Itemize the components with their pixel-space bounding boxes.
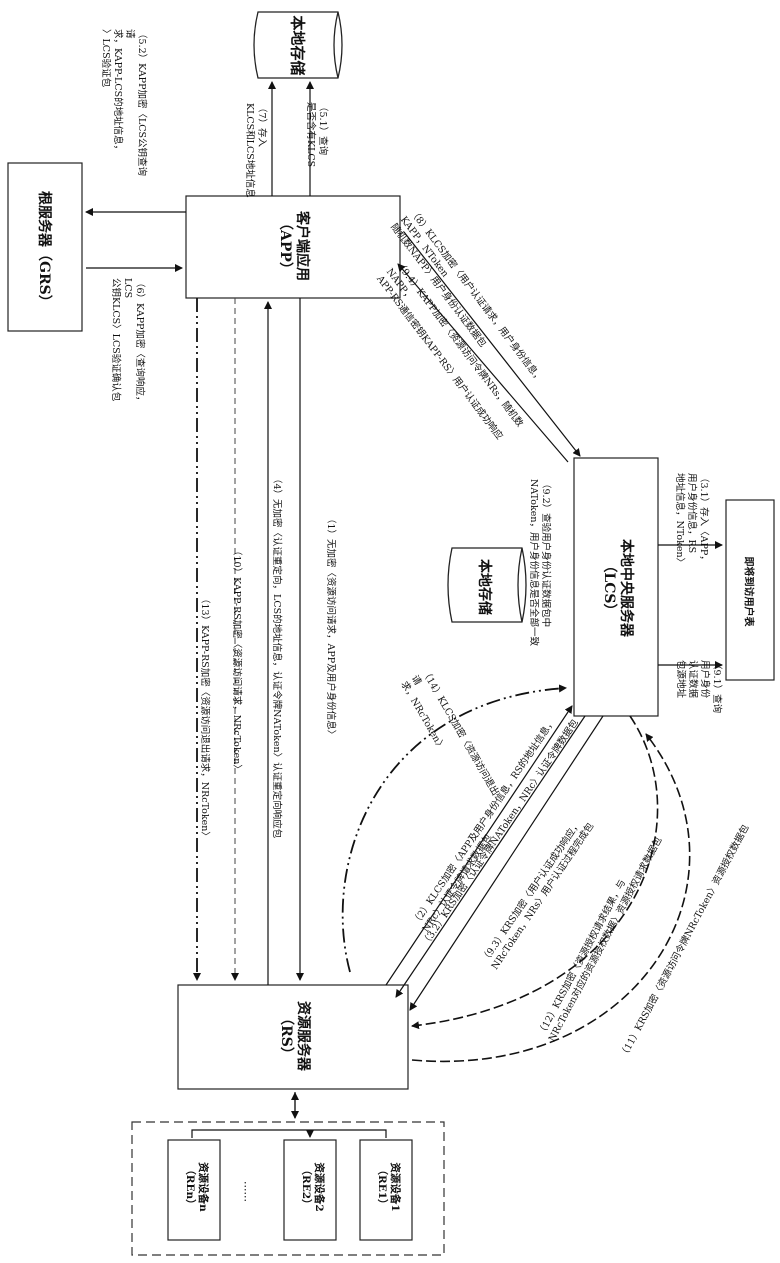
msg-9-2: （9.2）查验用户身份认证数据包中 NAToken，用户身份信息是否全部一致 xyxy=(525,479,551,699)
local-storage-top-label: 本地存储 xyxy=(288,14,309,78)
bus-line xyxy=(192,1130,386,1138)
msg-13: （13）KAPP-RS加密〈资源访问退出请求，NRcToken〉 xyxy=(198,594,210,814)
app-label: 客户端应用 （APP） xyxy=(274,186,310,306)
msg-6: （6）KAPP加密〈查询响应，LCS 公钥KLCS〉LCS验证确认包 xyxy=(119,278,145,418)
re2-label: 资源设备2 （RE2） xyxy=(295,1147,325,1227)
msg-9-1: （9.1）查询 用户身份 认证数据 包源地址 xyxy=(672,660,722,726)
device-ellipsis: ...... xyxy=(242,1172,255,1212)
re1-label: 资源设备1 （RE1） xyxy=(371,1147,401,1227)
local-storage-lcs-label: 本地存储 xyxy=(475,554,495,620)
ren-label: 资源设备n （REn） xyxy=(179,1147,209,1227)
lcs-label: 本地中央服务器 （LCS） xyxy=(598,508,634,668)
rs-label: 资源服务器 （RS） xyxy=(275,976,311,1096)
msg-5-2: （5.2）KAPP加密〈LCS公钥查询请 求，KAPP-LCS的地址信息， 〉L… xyxy=(109,29,147,185)
msg-1: （1）无加密〈资源访问请求，APP及用户身份信息〉 xyxy=(324,514,336,774)
msg-5-1: （5.1）查询 是否含有KLCS xyxy=(302,102,328,172)
msg-3-1: （3.1）存入〈APP， 用户身份信息，RS 地址信息，NToken〉 xyxy=(671,473,709,573)
msg-4: （4）无加密〈认证重定向，LCS的地址信息，认证令牌NAToken〉认证重定向响… xyxy=(270,474,282,834)
grs-label: 根服务器（GRS） xyxy=(35,191,55,305)
user-table-label: 即将到访用户表 xyxy=(743,542,758,642)
msg-7: （7）存入 KLCS和LCS地址信息 xyxy=(241,103,267,199)
msg-10: （10）KAPP-RS加密〈资源访问请求，NRcToken〉 xyxy=(230,546,242,746)
